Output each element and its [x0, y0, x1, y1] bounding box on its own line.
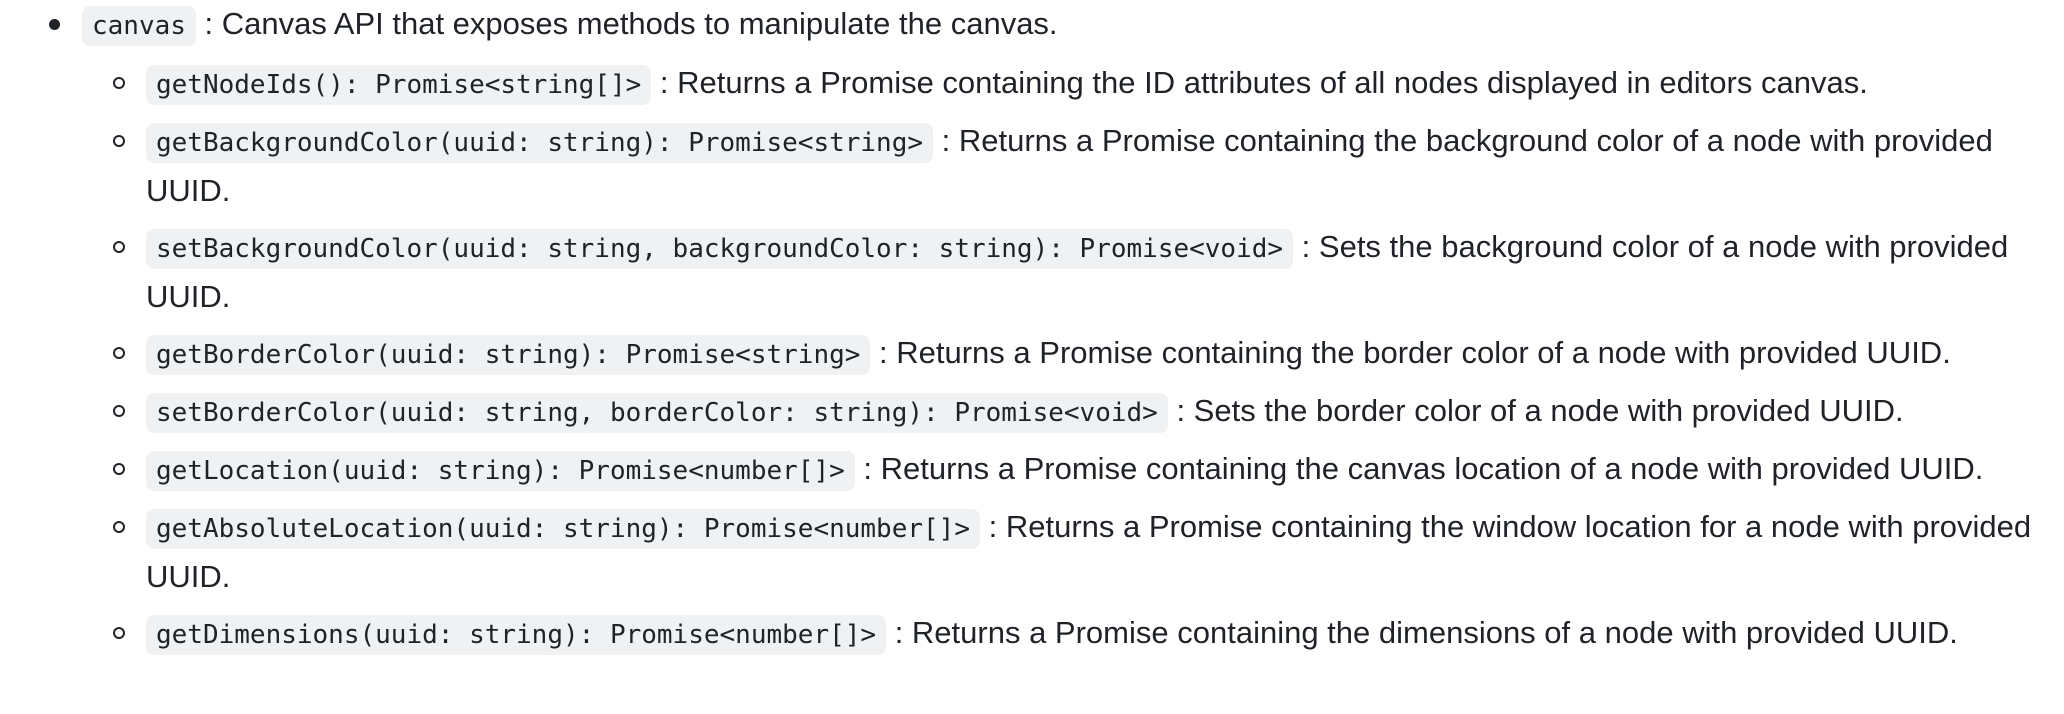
method-description: : Sets the border color of a node with p… [1176, 393, 1904, 428]
bullet-icon [49, 19, 60, 30]
hollow-bullet-icon [113, 463, 125, 475]
hollow-bullet-icon [113, 241, 125, 253]
method-description: : Returns a Promise containing the borde… [879, 335, 1951, 370]
method-signature: setBorderColor(uuid: string, borderColor… [146, 393, 1168, 433]
method-item: getLocation(uuid: string): Promise<numbe… [82, 445, 2064, 495]
method-description: : Sets the background color of a node wi… [146, 229, 2009, 314]
hollow-bullet-icon [113, 347, 125, 359]
method-item: getBorderColor(uuid: string): Promise<st… [82, 329, 2064, 379]
hollow-bullet-icon [113, 521, 125, 533]
api-documentation: canvas : Canvas API that exposes methods… [49, 0, 2064, 659]
api-list: canvas : Canvas API that exposes methods… [49, 0, 2064, 659]
hollow-bullet-icon [113, 627, 125, 639]
hollow-bullet-icon [113, 405, 125, 417]
hollow-bullet-icon [113, 135, 125, 147]
method-signature: getLocation(uuid: string): Promise<numbe… [146, 451, 855, 491]
method-item: setBorderColor(uuid: string, borderColor… [82, 387, 2064, 437]
method-signature: getAbsoluteLocation(uuid: string): Promi… [146, 509, 980, 549]
method-item: getDimensions(uuid: string): Promise<num… [82, 609, 2064, 659]
canvas-item-line: canvas : Canvas API that exposes methods… [82, 0, 2064, 50]
inline-code-canvas: canvas [82, 6, 196, 46]
hollow-bullet-icon [113, 77, 125, 89]
list-item-canvas: canvas : Canvas API that exposes methods… [49, 0, 2064, 659]
method-description: : Returns a Promise containing the dimen… [894, 615, 1958, 650]
method-signature: getDimensions(uuid: string): Promise<num… [146, 615, 887, 655]
method-item: getNodeIds(): Promise<string[]> : Return… [82, 59, 2064, 109]
method-description: : Returns a Promise containing the windo… [146, 509, 2032, 594]
method-description: : Returns a Promise containing the canva… [863, 451, 1984, 486]
method-item: getBackgroundColor(uuid: string): Promis… [82, 117, 2064, 215]
method-signature: getBorderColor(uuid: string): Promise<st… [146, 335, 871, 375]
method-signature: getNodeIds(): Promise<string[]> [146, 65, 652, 105]
canvas-item-description: : Canvas API that exposes methods to man… [204, 6, 1058, 41]
method-signature: getBackgroundColor(uuid: string): Promis… [146, 123, 934, 163]
method-signature: setBackgroundColor(uuid: string, backgro… [146, 229, 1294, 269]
canvas-methods-list: getNodeIds(): Promise<string[]> : Return… [82, 59, 2064, 659]
method-item: setBackgroundColor(uuid: string, backgro… [82, 223, 2064, 321]
method-description: : Returns a Promise containing the ID at… [659, 65, 1868, 100]
method-item: getAbsoluteLocation(uuid: string): Promi… [82, 503, 2064, 601]
method-description: : Returns a Promise containing the backg… [146, 123, 1993, 208]
